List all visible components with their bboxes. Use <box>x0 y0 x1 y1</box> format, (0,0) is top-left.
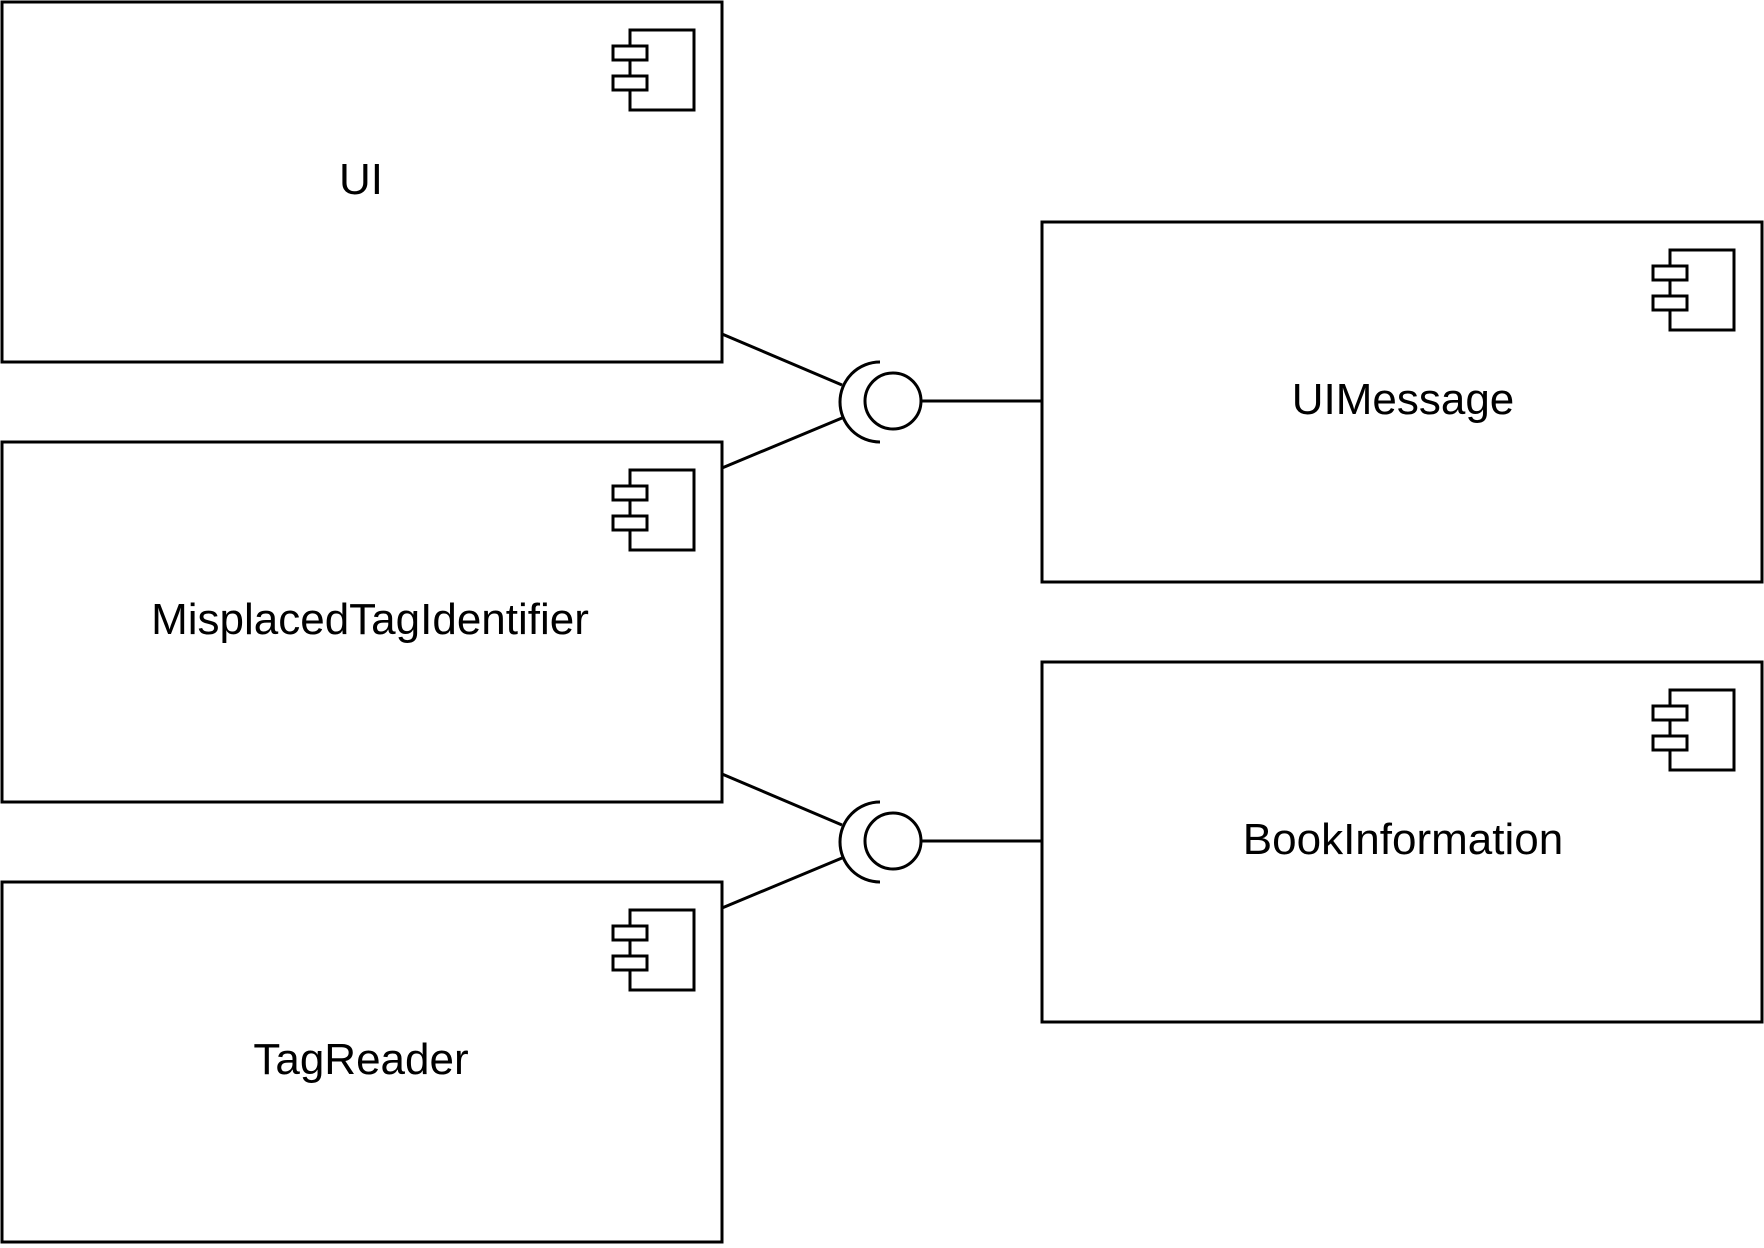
component-icon <box>611 908 696 992</box>
component-icon <box>611 28 696 112</box>
connector-misplaced-to-bookinfo <box>721 772 843 827</box>
component-box <box>0 0 724 364</box>
component-misplaced-tag-identifier: MisplacedTagIdentifier <box>0 440 724 804</box>
uimessage-interface <box>721 332 1042 470</box>
component-tag-reader: TagReader <box>0 880 724 1244</box>
connector-ui-to-uimessage <box>721 332 843 387</box>
bookinfo-interface <box>721 772 1042 910</box>
component-box <box>0 440 724 804</box>
provided-interface-lollipop <box>863 811 923 871</box>
component-box <box>0 880 724 1244</box>
component-box <box>1040 660 1764 1024</box>
component-label: TagReader <box>253 1035 468 1084</box>
connector-misplaced-to-uimessage <box>721 416 843 470</box>
connector-tagreader-to-bookinfo <box>721 856 843 910</box>
component-icon <box>1651 248 1736 332</box>
component-label: MisplacedTagIdentifier <box>151 595 589 644</box>
component-label: UI <box>339 155 383 204</box>
component-ui: UI <box>0 0 724 364</box>
provided-interface-lollipop <box>863 371 923 431</box>
required-interface-socket <box>838 360 881 444</box>
required-interface-socket <box>838 800 881 884</box>
component-uimessage: UIMessage <box>1040 220 1764 584</box>
component-box <box>1040 220 1764 584</box>
component-icon <box>1651 688 1736 772</box>
component-book-information: BookInformation <box>1040 660 1764 1024</box>
component-label: BookInformation <box>1243 815 1563 864</box>
component-label: UIMessage <box>1292 375 1515 424</box>
component-icon <box>611 468 696 552</box>
